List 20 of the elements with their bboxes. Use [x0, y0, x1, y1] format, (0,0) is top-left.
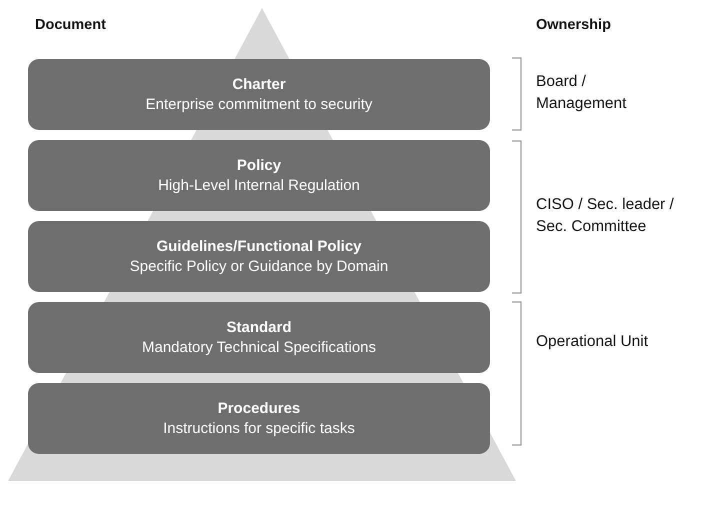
level-title: Guidelines/Functional Policy	[156, 236, 362, 256]
level-description: Mandatory Technical Specifications	[142, 338, 376, 358]
level-title: Procedures	[218, 398, 300, 418]
document-level-box	[28, 140, 490, 211]
owner-label: Operational Unit	[536, 332, 650, 352]
level-description: High-Level Internal Regulation	[158, 176, 360, 196]
level-description: Enterprise commitment to security	[146, 94, 372, 114]
owner-label: CISO / Sec. leader / Sec. Committee	[536, 195, 675, 237]
document-level-box	[28, 383, 490, 454]
column-heading: Document	[35, 16, 107, 35]
level-description: Specific Policy or Guidance by Domain	[130, 256, 388, 276]
document-level-box	[28, 59, 490, 130]
column-heading: Ownership	[536, 16, 612, 35]
owner-label: Board / Management	[536, 72, 628, 114]
document-level-box	[28, 221, 490, 292]
level-title: Charter	[232, 74, 286, 94]
level-title: Standard	[226, 318, 292, 338]
level-title: Policy	[236, 156, 282, 176]
level-description: Instructions for specific tasks	[163, 418, 355, 438]
document-level-box	[28, 302, 490, 373]
